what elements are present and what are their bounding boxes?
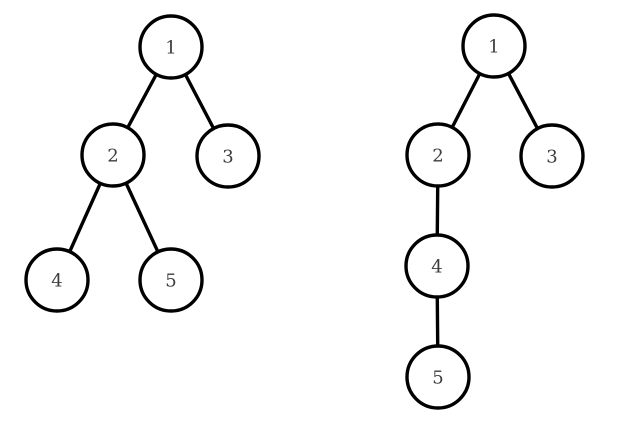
- node-label: 2: [432, 145, 443, 166]
- left-binary-tree: 1 2 3 4 5: [24, 14, 261, 313]
- node-label: 5: [432, 367, 443, 388]
- right-binary-tree: 1 2 3 4 5: [404, 13, 585, 410]
- tree-node: [404, 233, 470, 299]
- node-label: 1: [165, 37, 176, 58]
- tree-node: [405, 344, 471, 410]
- tree-node: [195, 123, 261, 189]
- node-label: 3: [546, 146, 557, 167]
- node-label: 5: [165, 270, 176, 291]
- tree-node: [138, 247, 204, 313]
- node-label: 2: [107, 145, 118, 166]
- tree-node: [519, 123, 585, 189]
- tree-node: [461, 13, 527, 79]
- tree-node: [80, 122, 146, 188]
- node-label: 4: [431, 256, 442, 277]
- tree-node: [24, 247, 90, 313]
- tree-node: [405, 122, 471, 188]
- node-label: 4: [51, 270, 62, 291]
- tree-node: [138, 14, 204, 80]
- node-label: 3: [222, 146, 233, 167]
- node-label: 1: [488, 36, 499, 57]
